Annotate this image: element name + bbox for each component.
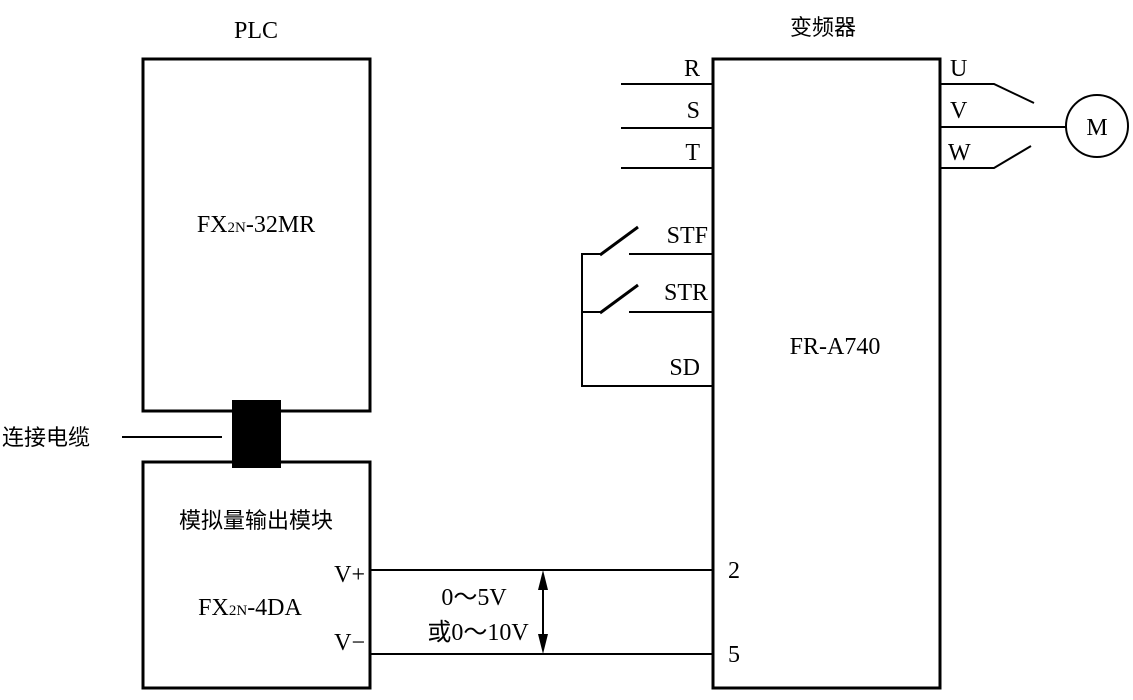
vminus-label: V− (334, 630, 365, 656)
terminal-2: 2 (728, 558, 740, 584)
terminal-r: R (684, 56, 700, 82)
terminal-s: S (687, 98, 700, 124)
motor-icon (1065, 94, 1129, 158)
terminal-sd: SD (669, 355, 700, 381)
cable-label: 连接电缆 (2, 426, 90, 451)
terminal-u: U (950, 56, 967, 82)
motor-label: M (1086, 115, 1107, 141)
plc-title: PLC (234, 18, 278, 44)
module-model: FX2N-4DA (198, 595, 302, 621)
module-title: 模拟量输出模块 (179, 509, 333, 534)
vplus-label: V+ (334, 562, 365, 588)
control-switches (581, 225, 713, 387)
terminal-stf: STF (667, 223, 708, 249)
inverter-title: 变频器 (790, 16, 856, 41)
plc-model: FX2N-32MR (197, 212, 315, 238)
terminal-w: W (948, 140, 971, 166)
terminal-t: T (685, 140, 700, 166)
voltage-range-1: 0～5V (441, 585, 507, 611)
connector-cable (232, 400, 281, 468)
voltage-arrow (538, 570, 548, 654)
inverter-model: FR-A740 (790, 334, 881, 360)
motor-wires (940, 83, 1066, 169)
terminal-5: 5 (728, 642, 740, 668)
inverter-box (711, 57, 942, 690)
terminal-str: STR (664, 280, 708, 306)
analog-module-box (141, 460, 372, 690)
voltage-range-2: 或0～10V (427, 619, 529, 646)
terminal-v: V (950, 98, 968, 124)
